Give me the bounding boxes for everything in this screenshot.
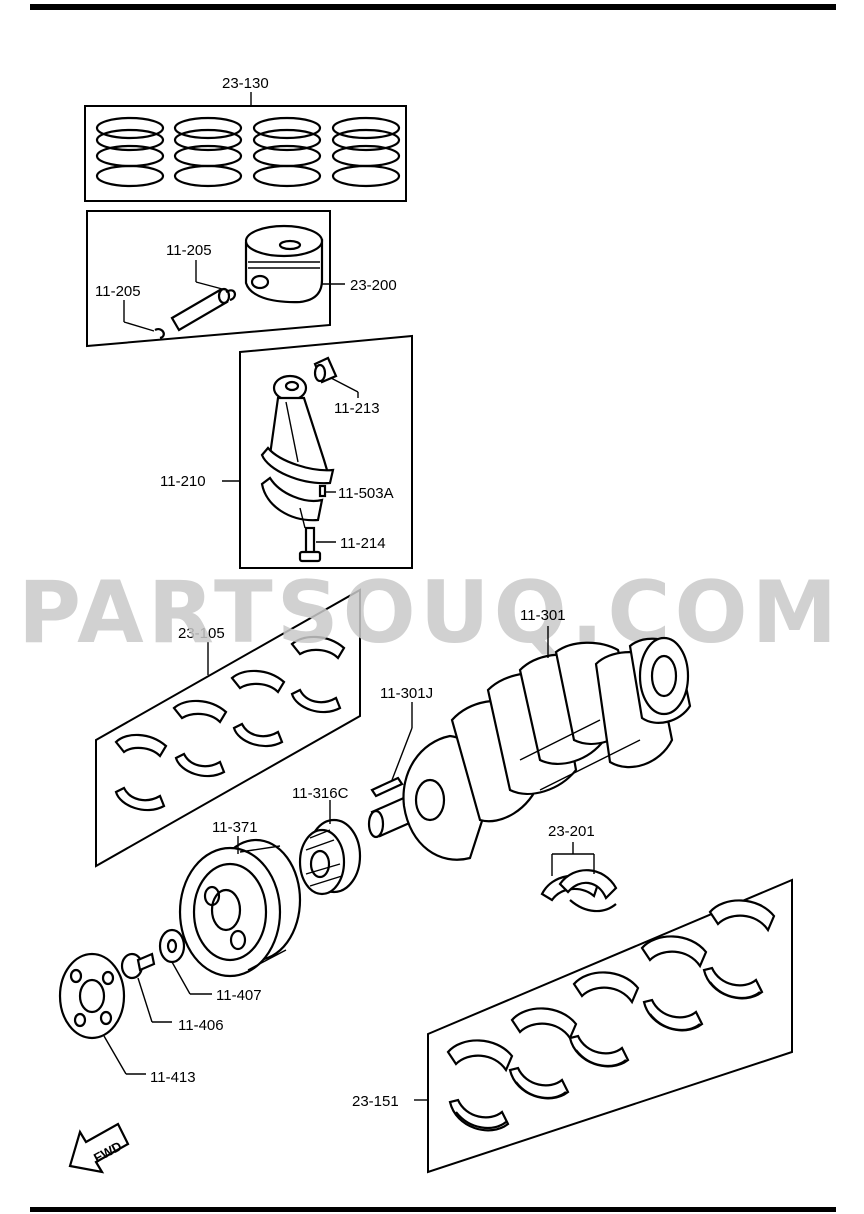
timing-sprocket-group[interactable]: 11-316C: [292, 785, 362, 896]
piston-ring-set-2: [173, 116, 243, 188]
pulley-washer-group[interactable]: 11-407: [158, 928, 262, 1004]
rod-bearing-shell-7: [290, 635, 346, 660]
crank-pulley: [178, 838, 302, 978]
rod-pin: [318, 484, 327, 498]
piston-assembly-group[interactable]: 11-205 11-205 23-200: [86, 210, 397, 348]
rod-bolt: [298, 526, 322, 563]
piston-ring-set-4: [331, 116, 401, 188]
callout-11-407: 11-407: [216, 987, 262, 1004]
snap-ring-1: [225, 289, 236, 302]
pulley-plate: [58, 952, 126, 1040]
main-bearing-shell-9: [708, 899, 776, 933]
callout-11-316C: 11-316C: [292, 785, 349, 802]
rod-bearing-shell-2: [114, 786, 166, 812]
rod-bearing-shell-5: [230, 669, 286, 694]
callout-11-371: 11-371: [212, 819, 258, 836]
pulley-bolt: [120, 952, 156, 980]
callout-11-503A: 11-503A: [338, 485, 394, 502]
rod-bearing-shell-8: [290, 688, 342, 714]
pulley-plate-group[interactable]: 11-413: [58, 952, 196, 1086]
main-bearing-shell-4: [508, 1066, 570, 1100]
fwd-arrow: FWD: [68, 1122, 130, 1174]
thrust-bearing-group[interactable]: 23-201: [540, 823, 618, 913]
small-end-bushing: [313, 356, 338, 384]
thrust-bearing-2: [558, 869, 618, 913]
rod-bearing-shell-6: [232, 722, 284, 748]
timing-sprocket: [298, 818, 362, 896]
woodruff-key: [370, 776, 404, 798]
callout-11-301: 11-301: [520, 607, 566, 624]
top-rule: [30, 4, 836, 10]
callout-11-214: 11-214: [340, 535, 386, 552]
main-bearing-set-group[interactable]: 23-151: [352, 878, 793, 1174]
callout-11-301J: 11-301J: [380, 685, 433, 702]
callout-11-205-lower: 11-205: [95, 283, 141, 300]
piston-ring-set-3: [252, 116, 322, 188]
connecting-rod: [260, 374, 335, 529]
callout-23-201: 23-201: [548, 823, 595, 840]
piston-ring-set-group[interactable]: 23-130: [84, 75, 407, 202]
callout-11-406: 11-406: [178, 1017, 224, 1034]
pulley-washer: [158, 928, 186, 964]
main-bearing-shell-10: [702, 966, 764, 1000]
rod-bearing-shell-3: [172, 699, 228, 724]
rod-bearing-shell-1: [114, 733, 168, 758]
bottom-rule: [30, 1207, 836, 1212]
callout-11-210: 11-210: [160, 473, 206, 490]
pulley-bolt-group[interactable]: 11-406: [120, 952, 224, 1034]
callout-23-105: 23-105: [178, 625, 225, 642]
main-bearing-shell-1: [446, 1039, 514, 1073]
connecting-rod-group[interactable]: 11-213 11-210 11-503A 11-214: [160, 334, 413, 569]
main-bearing-shell-5: [572, 971, 640, 1005]
callout-11-205-upper: 11-205: [166, 242, 212, 259]
crankshaft-key-group[interactable]: 11-301J: [370, 685, 433, 798]
watermark: PARTSOUQ.COM: [18, 563, 841, 663]
snap-ring-2: [154, 328, 165, 340]
piston: [244, 224, 324, 304]
crankshaft: [367, 636, 692, 861]
crank-pulley-group[interactable]: 11-371: [178, 819, 302, 978]
piston-pin: [170, 287, 231, 332]
main-bearing-shell-8: [642, 998, 704, 1032]
callout-11-413: 11-413: [150, 1069, 196, 1086]
callout-11-213: 11-213: [334, 400, 380, 417]
main-bearing-shell-7: [640, 935, 708, 969]
callout-23-130: 23-130: [222, 75, 269, 92]
main-bearing-shell-3: [510, 1007, 578, 1041]
main-bearing-shell-6: [568, 1034, 630, 1068]
rod-bearing-shell-4: [174, 752, 226, 778]
crankshaft-group[interactable]: 11-301: [367, 607, 692, 861]
main-bearing-shell-2: [448, 1098, 510, 1132]
callout-23-151: 23-151: [352, 1093, 399, 1110]
callout-23-200: 23-200: [350, 277, 397, 294]
piston-ring-set-1: [95, 116, 165, 188]
rod-bearing-set-group[interactable]: 23-105: [95, 588, 361, 868]
